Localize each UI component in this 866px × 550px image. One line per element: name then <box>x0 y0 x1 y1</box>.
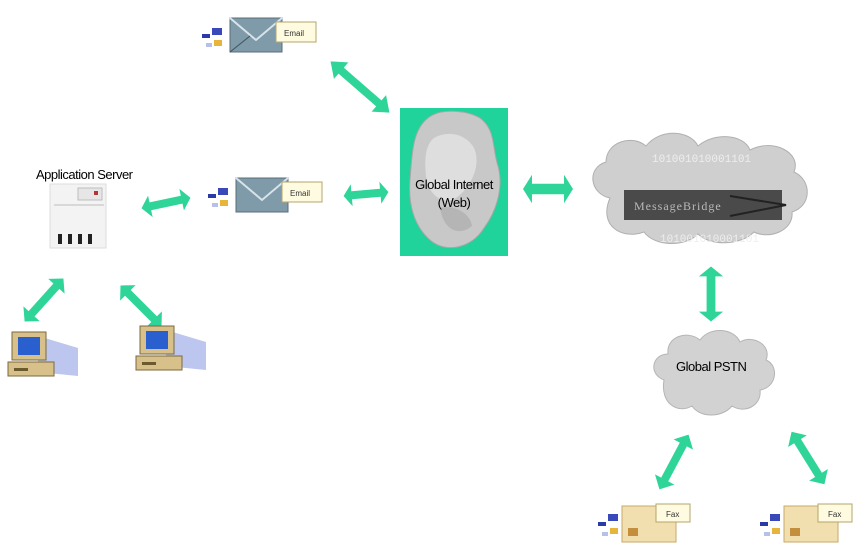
arrow-server-pc1 <box>16 271 72 329</box>
cloud-logo-text: MessageBridge <box>634 199 722 213</box>
global-internet-label: Global Internet <box>415 177 493 192</box>
arrow-pstn-fax1 <box>649 429 699 495</box>
global-pstn-label: Global PSTN <box>676 359 747 374</box>
arrow-email-internet <box>323 53 397 121</box>
arrow-pstn-fax2 <box>782 425 834 491</box>
email-icon: Email <box>202 17 317 53</box>
pstn-cloud <box>653 330 775 416</box>
email-icon-text: Email <box>284 29 304 38</box>
fax-icon-text: Fax <box>828 510 841 519</box>
global-internet-sublabel: (Web) <box>437 195 471 210</box>
computer-icon <box>7 331 78 377</box>
computer-icon <box>135 325 206 371</box>
application-server-label: Application Server <box>36 167 133 182</box>
arrow-internet-cloud <box>523 174 573 204</box>
fax-icon: Fax <box>598 503 691 543</box>
service-cloud: 101001010001101 101001010001101 MessageB… <box>592 132 808 246</box>
fax-icon-text: Fax <box>666 510 679 519</box>
email-icon-text: Email <box>290 189 310 198</box>
fax-icon: Fax <box>760 503 853 543</box>
globe-texture <box>409 110 501 249</box>
arrow-cloud-pstn <box>698 266 724 322</box>
cloud-binary-text: 101001010001101 <box>652 154 751 166</box>
global-internet-node: Global Internet (Web) <box>400 108 508 256</box>
server-icon <box>49 183 107 249</box>
cloud-binary-text: 101001010001101 <box>660 234 759 246</box>
email-icon: Email <box>208 177 323 213</box>
arrow-email2-internet <box>342 181 390 207</box>
arrow-server-email <box>139 187 193 219</box>
